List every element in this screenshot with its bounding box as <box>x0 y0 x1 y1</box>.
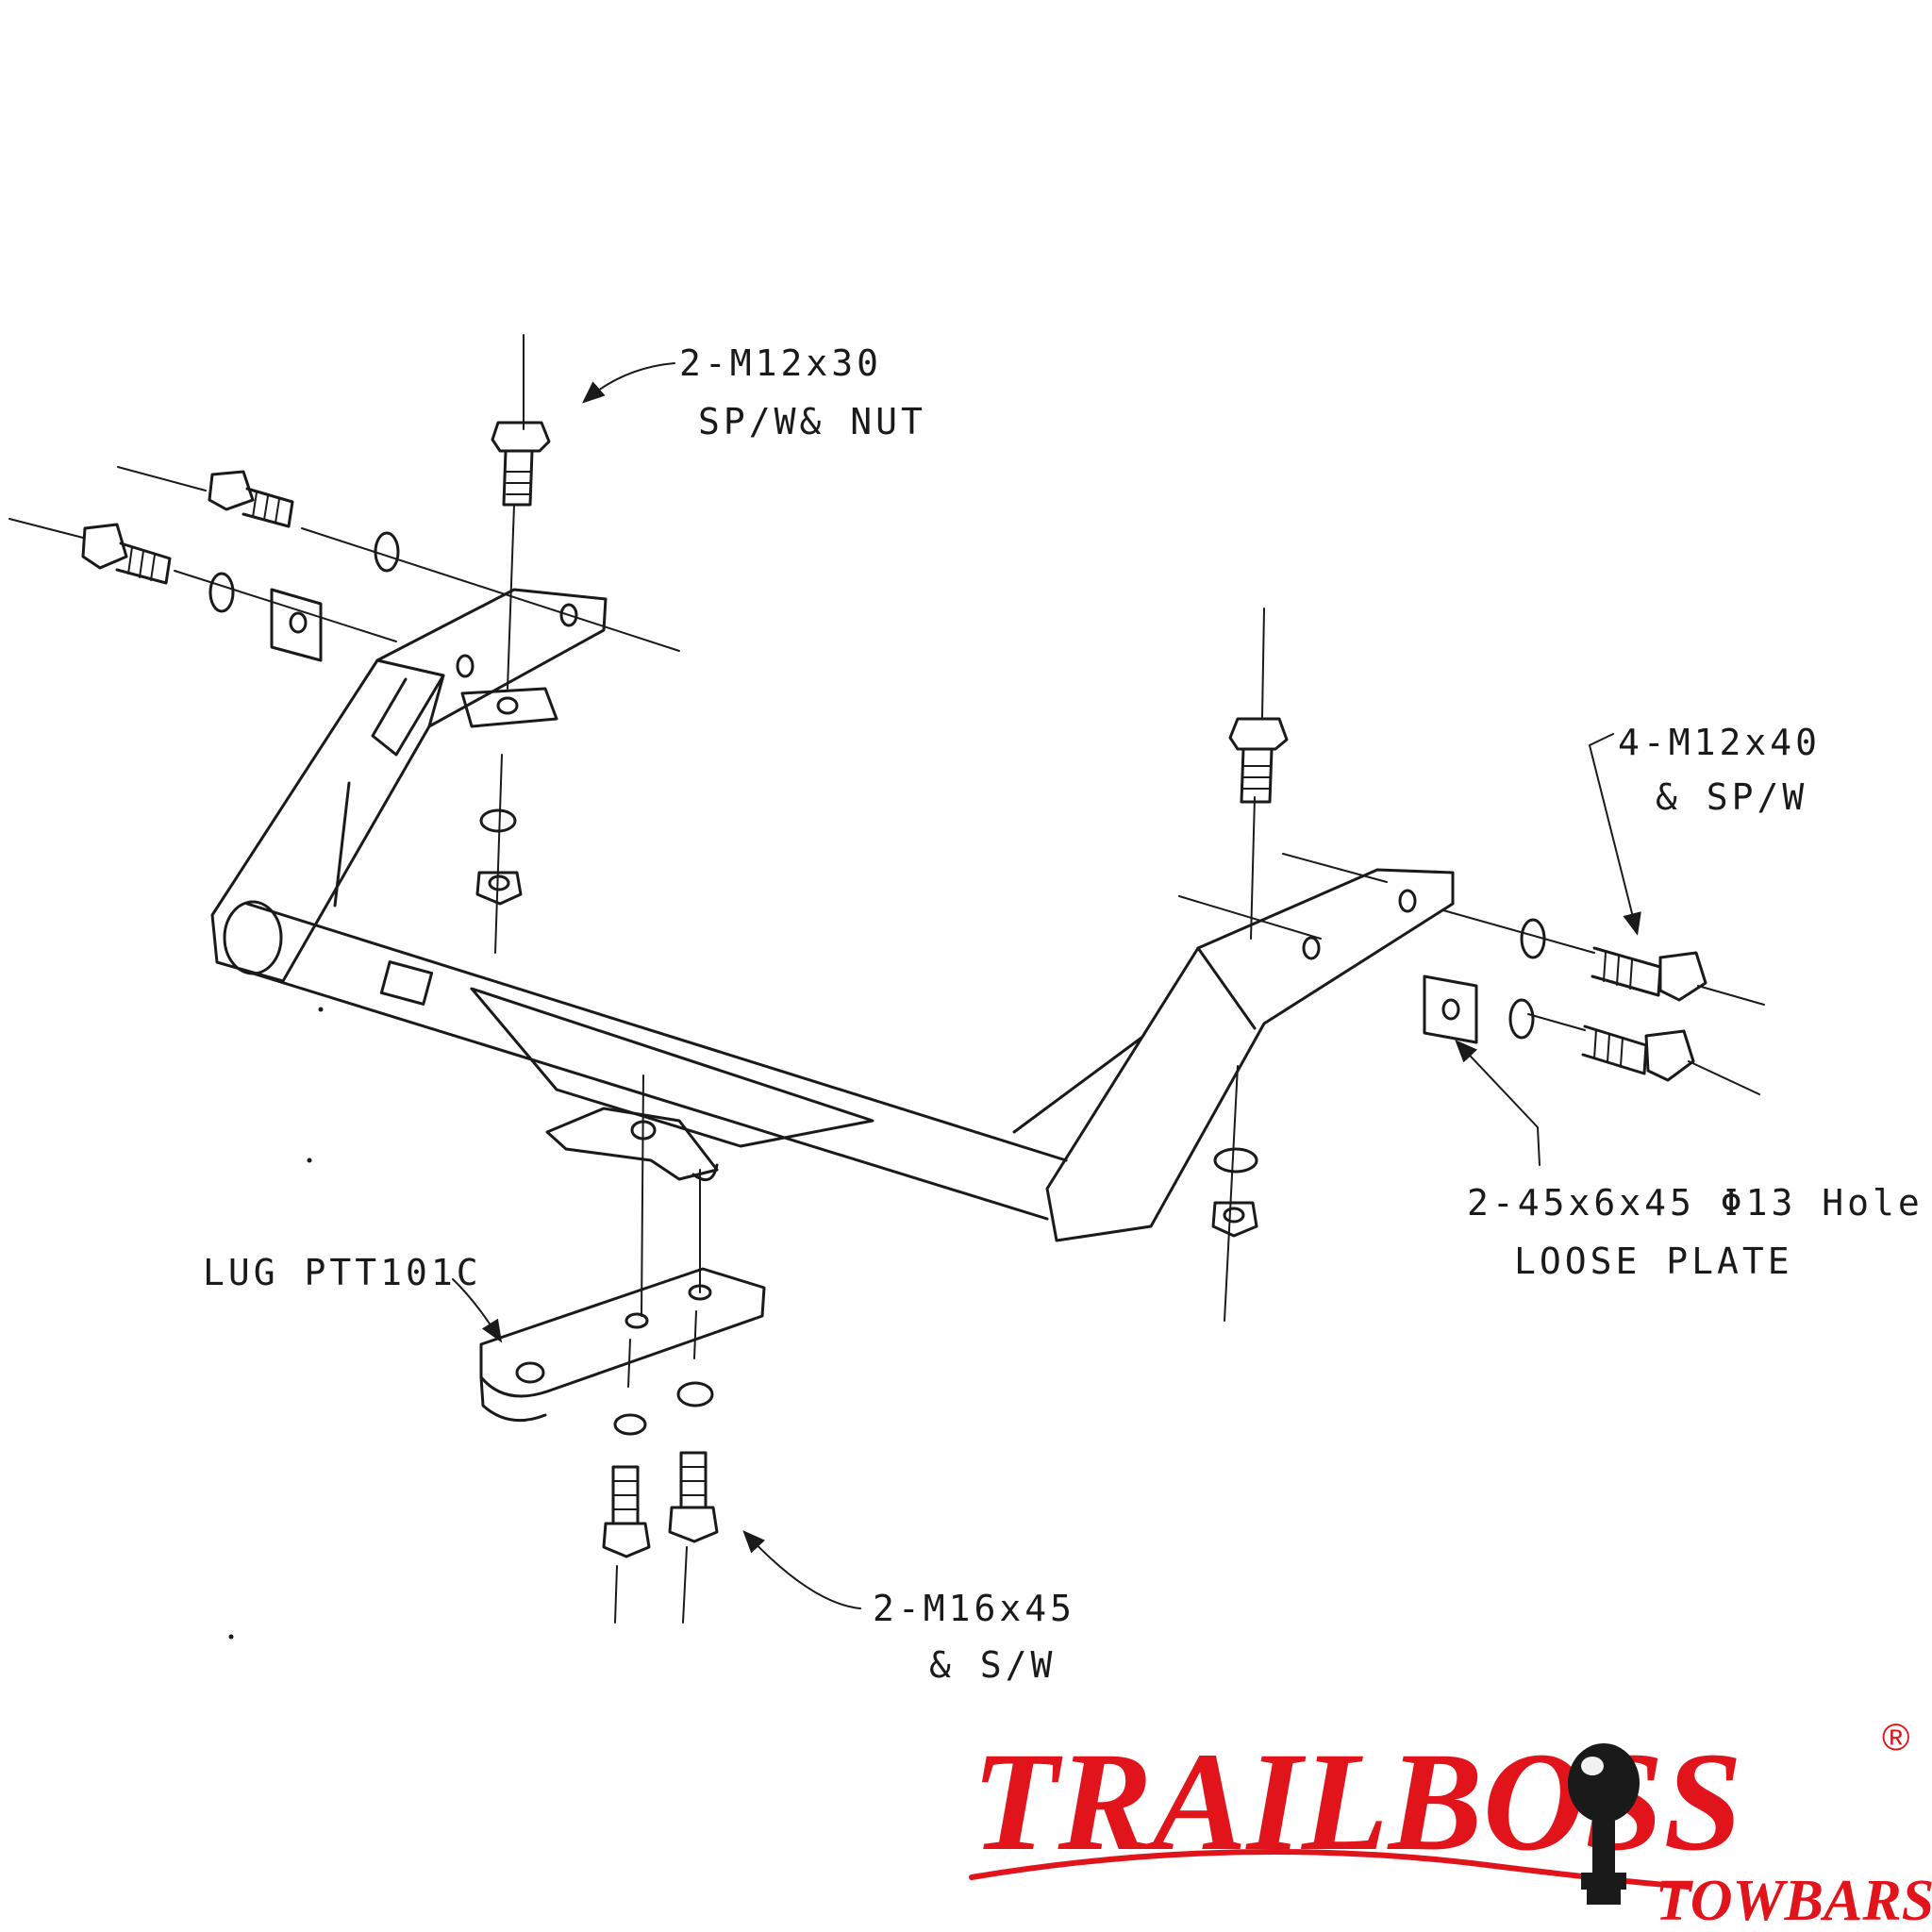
top-left-washer-and-nut <box>475 808 523 906</box>
right-side-arm <box>1012 868 1455 1242</box>
callout-bottom-bolts: 2-M16x45 & S/W <box>742 1530 1075 1686</box>
tow-ball-icon <box>1568 1743 1640 1905</box>
right-bolt-upper <box>1282 853 1765 1006</box>
tow-lug-plate <box>479 1267 766 1423</box>
top-right-washer-and-nut <box>1211 1147 1258 1238</box>
logo-tagline: TOWBARS <box>1656 1869 1932 1932</box>
hitch-mount-plate <box>379 960 874 1182</box>
crossbar-tube <box>223 900 1068 1221</box>
callout-right-bolts-line2: & SP/W <box>1656 776 1807 818</box>
bottom-bolts <box>602 1074 719 1624</box>
callout-lug: LUG PTT101C <box>203 1252 503 1343</box>
right-bolt-lower <box>1178 895 1760 1095</box>
callout-right-bolts-line1: 4-M12x40 <box>1618 722 1821 763</box>
left-loose-plate <box>270 588 323 662</box>
callout-loose-plate: 2-45x6x45 Φ13 Hole LOOSE PLATE <box>1455 1040 1924 1282</box>
callout-bottom-bolts-line2: & S/W <box>929 1644 1056 1686</box>
left-bolt-upper <box>117 466 680 652</box>
left-side-arm <box>210 588 608 983</box>
callout-top-bolts-line2: SP/W& NUT <box>698 401 926 442</box>
right-lock-washers <box>1508 918 1546 1040</box>
left-lock-washers <box>208 531 400 613</box>
callout-loose-plate-line2: LOOSE PLATE <box>1514 1241 1793 1282</box>
top-right-vertical-bolt <box>1224 608 1289 1322</box>
callout-right-bolts: 4-M12x40 & SP/W <box>1588 722 1821 936</box>
right-loose-plate <box>1423 974 1478 1044</box>
callout-top-bolts-line1: 2-M12x30 <box>679 342 882 384</box>
left-bolt-lower <box>8 518 397 642</box>
callout-lug-line1: LUG PTT101C <box>203 1252 482 1293</box>
callout-bottom-bolts-line1: 2-M16x45 <box>873 1588 1075 1629</box>
logo-registered-mark: ® <box>1882 1717 1909 1758</box>
callout-top-bolts: 2-M12x30 SP/W& NUT <box>581 342 926 442</box>
top-left-vertical-bolt <box>491 334 551 954</box>
callout-loose-plate-line1: 2-45x6x45 Φ13 Hole <box>1467 1182 1924 1224</box>
top-left-nut-plate <box>460 687 558 728</box>
trailboss-logo: TRAILBOSS ® TOWBARS <box>969 1717 1932 1932</box>
